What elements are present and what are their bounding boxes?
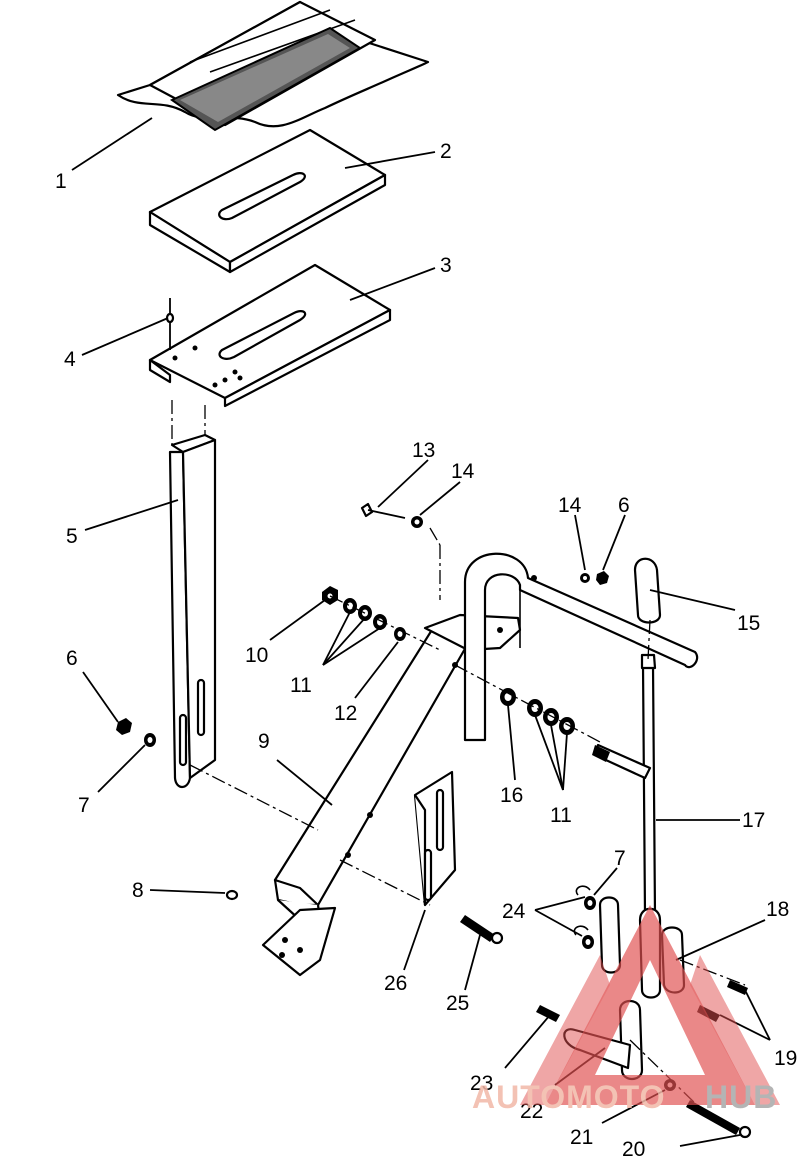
callout-24: 24 [502,900,526,923]
callout-6-right: 6 [618,494,630,517]
callout-23: 23 [470,1072,493,1095]
part-hardware-right [580,571,609,585]
part-pin [165,298,175,350]
watermark-triangle-icon [545,905,755,1105]
part-bolt-8 [225,889,239,901]
callout-5: 5 [66,525,78,548]
part-shift-lever [640,653,657,917]
callout-26: 26 [384,972,407,995]
callout-8: 8 [132,879,144,902]
callout-1: 1 [55,170,67,193]
callout-14-right: 14 [558,494,582,517]
callout-15: 15 [737,612,760,635]
part-nut-left [116,718,132,735]
callout-25: 25 [446,992,469,1015]
part-vertical-bracket [168,400,217,789]
callout-16: 16 [500,784,523,807]
callout-9: 9 [258,730,270,753]
callout-11-right: 11 [550,804,572,827]
watermark-triangle-left-icon [520,955,610,1105]
callout-21: 21 [570,1126,593,1149]
callout-14: 14 [451,460,475,483]
part-slotted-bracket [413,770,457,907]
callout-17: 17 [742,809,765,832]
part-shift-bracket [463,552,699,742]
callout-11: 11 [290,674,312,697]
callout-labels: 1 2 3 4 5 6 7 8 9 10 11 12 13 14 14 6 15… [55,140,797,1159]
callout-18: 18 [766,898,789,921]
part-mounting-plate [148,263,392,408]
part-bolt-13 [360,502,441,600]
part-upper-plate [148,128,387,274]
callout-7: 7 [78,794,90,817]
watermark-brand-hub: HUB [705,1079,777,1115]
callout-10: 10 [245,644,268,667]
callout-6: 6 [66,647,78,670]
part-floor-panel [116,0,430,132]
callout-22: 22 [520,1100,543,1123]
watermark-logo: AUTOMOTO HUB [472,905,780,1115]
callout-20: 20 [622,1138,645,1159]
callout-13: 13 [412,439,435,462]
part-hardware-upper [322,586,406,641]
watermark-triangle-right-icon [690,955,780,1105]
watermark-brand-automoto: AUTOMOTO [472,1079,665,1115]
callout-2: 2 [440,140,452,163]
callout-3: 3 [440,254,452,277]
callout-4: 4 [64,348,76,371]
callout-19: 19 [774,1047,797,1070]
callout-12: 12 [334,702,357,725]
part-hardware-lower [500,688,652,780]
part-shift-knob [633,557,662,624]
part-bolt-25 [460,915,504,945]
callout-7-right: 7 [614,847,626,870]
part-washer-left [144,733,156,747]
